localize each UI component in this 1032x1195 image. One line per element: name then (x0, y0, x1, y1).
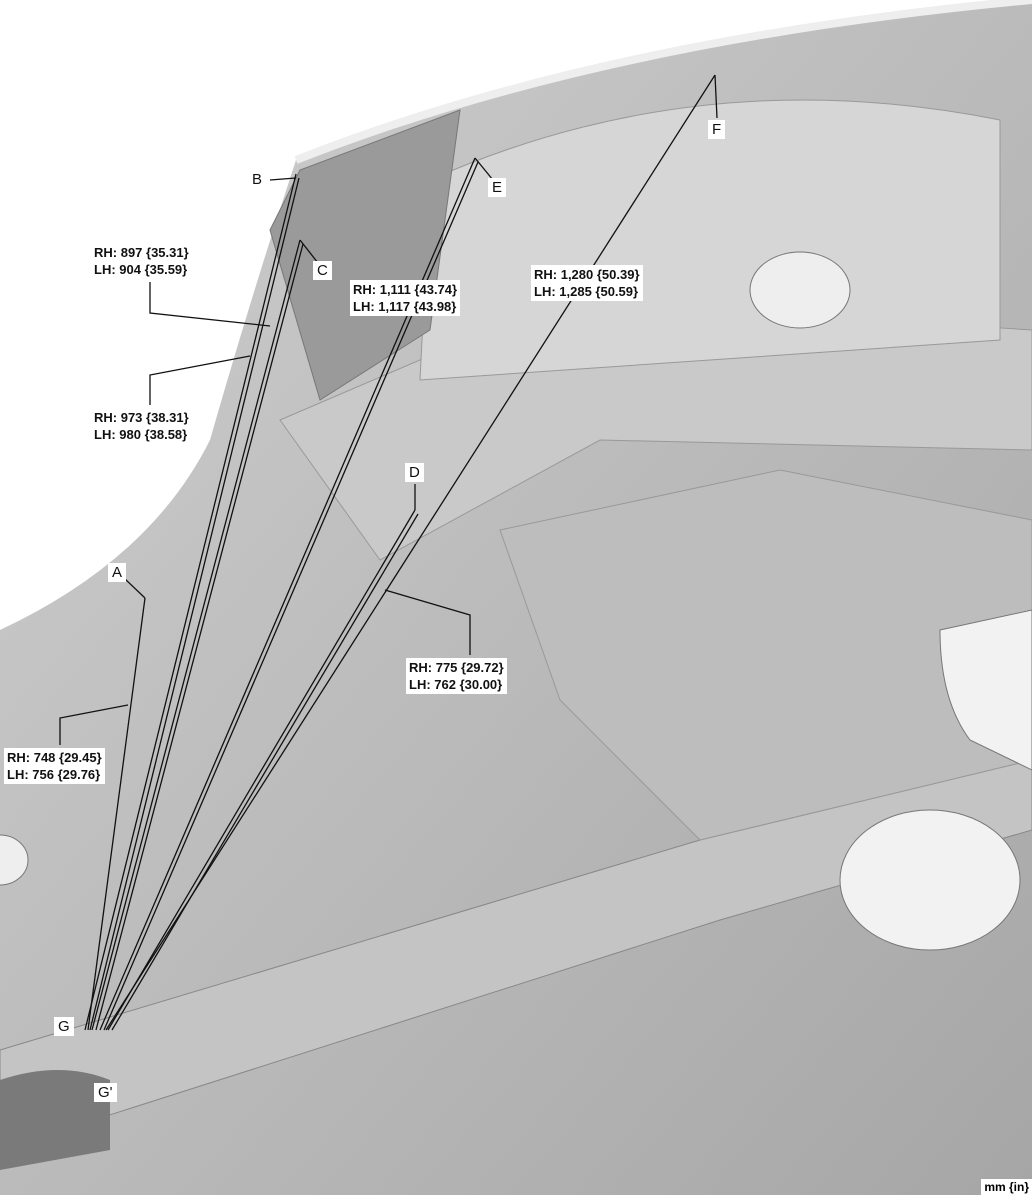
rh-value: RH: 897 {35.31} (94, 245, 189, 260)
dark-recess (0, 1070, 110, 1170)
hole (749, 251, 851, 329)
rh-value: RH: 775 {29.72} (409, 660, 504, 675)
point-label-c: C (313, 261, 332, 280)
rh-value: RH: 973 {38.31} (94, 410, 189, 425)
hole (939, 609, 1032, 771)
lh-value: LH: 1,285 {50.59} (534, 284, 639, 299)
dimension-label-g-b: RH: 973 {38.31} LH: 980 {38.58} (91, 408, 192, 444)
dimension-label-g-e: RH: 1,111 {43.74} LH: 1,117 {43.98} (350, 280, 461, 316)
dimension-label-g-d: RH: 775 {29.72} LH: 762 {30.00} (406, 658, 507, 694)
rh-value: RH: 748 {29.45} (7, 750, 102, 765)
rh-value: RH: 1,280 {50.39} (534, 267, 640, 282)
dimension-label-g-a: RH: 748 {29.45} LH: 756 {29.76} (4, 748, 105, 784)
lh-value: LH: 980 {38.58} (94, 427, 188, 442)
point-label-a: A (108, 563, 127, 582)
dimension-label-g-c: RH: 897 {35.31} LH: 904 {35.59} (91, 243, 192, 279)
rh-value: RH: 1,111 {43.74} (353, 282, 458, 297)
floor-panel (499, 469, 1032, 841)
point-label-b: B (248, 170, 267, 189)
lh-value: LH: 762 {30.00} (409, 677, 503, 692)
lh-value: LH: 904 {35.59} (94, 262, 188, 277)
point-label-f: F (708, 120, 726, 139)
roof-edge (294, 0, 1032, 164)
point-label-g: G (54, 1017, 74, 1036)
point-label-d: D (405, 463, 424, 482)
lh-value: LH: 756 {29.76} (7, 767, 101, 782)
lh-value: LH: 1,117 {43.98} (353, 299, 457, 314)
point-label-e: E (488, 178, 507, 197)
dimension-label-g-f: RH: 1,280 {50.39} LH: 1,285 {50.59} (531, 265, 643, 301)
hole (0, 834, 29, 886)
hole (839, 809, 1021, 951)
point-label-g-prime: G' (94, 1083, 117, 1102)
unit-label: mm {in} (981, 1179, 1032, 1195)
